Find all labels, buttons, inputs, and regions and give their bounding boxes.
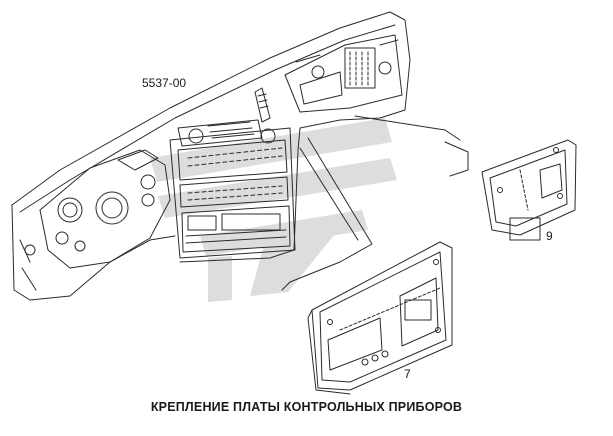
leader-lines [281, 115, 469, 291]
model-number-label: 5537-00 [142, 76, 187, 90]
part-number-7: 7 [404, 367, 411, 381]
plate-part-7 [307, 241, 453, 395]
bracket-part-9 [481, 139, 577, 241]
diagram-caption: КРЕПЛЕНИЕ ПЛАТЫ КОНТРОЛЬНЫХ ПРИБОРОВ [150, 400, 463, 414]
part-number-9: 9 [546, 229, 553, 243]
dashboard-outline [11, 11, 411, 301]
